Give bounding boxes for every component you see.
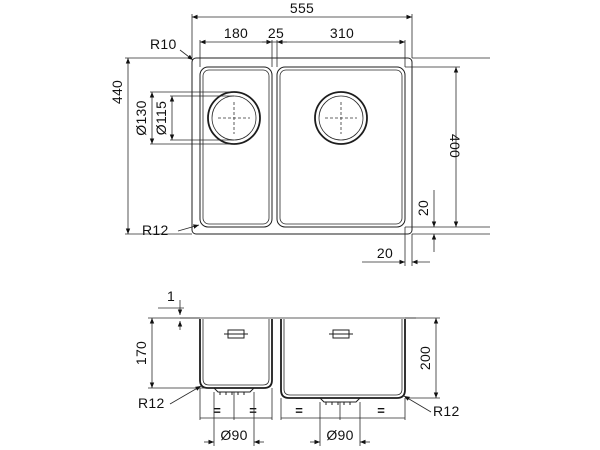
- dim-left-bowl-height: 170: [133, 341, 149, 365]
- radius-right-section: R12: [433, 403, 460, 419]
- equal-mark-right-2: =: [377, 403, 385, 418]
- equal-mark-right-1: =: [295, 403, 303, 418]
- dim-left-drain-diameter: Ø90: [220, 427, 247, 443]
- radius-left-section: R12: [138, 395, 165, 411]
- equal-mark-left-1: =: [213, 403, 221, 418]
- left-drain: [207, 91, 261, 145]
- left-bowl-outline: [199, 66, 273, 228]
- dim-offset-horizontal: 20: [377, 245, 393, 261]
- right-bowl-outline: [276, 66, 406, 228]
- sink-outer-outline: [191, 57, 413, 235]
- dim-right-bowl-height: 200: [417, 346, 433, 370]
- radius-outer-label: R10: [150, 36, 177, 52]
- left-bowl-section: [199, 319, 273, 389]
- radius-inner-label: R12: [142, 222, 169, 238]
- left-bowl-inner-outline: [202, 69, 270, 225]
- dim-right-bowl-width: 310: [330, 25, 354, 41]
- drain-outer-diameter: Ø130: [133, 100, 149, 135]
- dim-bowl-depth: 400: [447, 134, 463, 158]
- top-view: 555 180 25 310 440 R10 Ø130 Ø115 R12 4: [109, 0, 490, 266]
- equal-mark-left-2: =: [249, 403, 257, 418]
- dim-overall-width: 555: [290, 0, 314, 16]
- dim-left-bowl-width: 180: [224, 25, 248, 41]
- right-bowl-section: [280, 319, 406, 399]
- dim-overall-depth: 440: [109, 80, 125, 104]
- dim-offset-vertical: 20: [415, 200, 431, 216]
- dim-divider-width: 25: [268, 25, 284, 41]
- dim-right-drain-diameter: Ø90: [326, 427, 353, 443]
- right-bowl-inner-outline: [279, 69, 403, 225]
- dim-rim-thickness: 1: [167, 288, 175, 304]
- right-drain: [314, 91, 368, 145]
- section-view: 1 170 R12 200 R12 = = = =: [133, 288, 460, 446]
- drain-inner-diameter: Ø115: [153, 101, 169, 135]
